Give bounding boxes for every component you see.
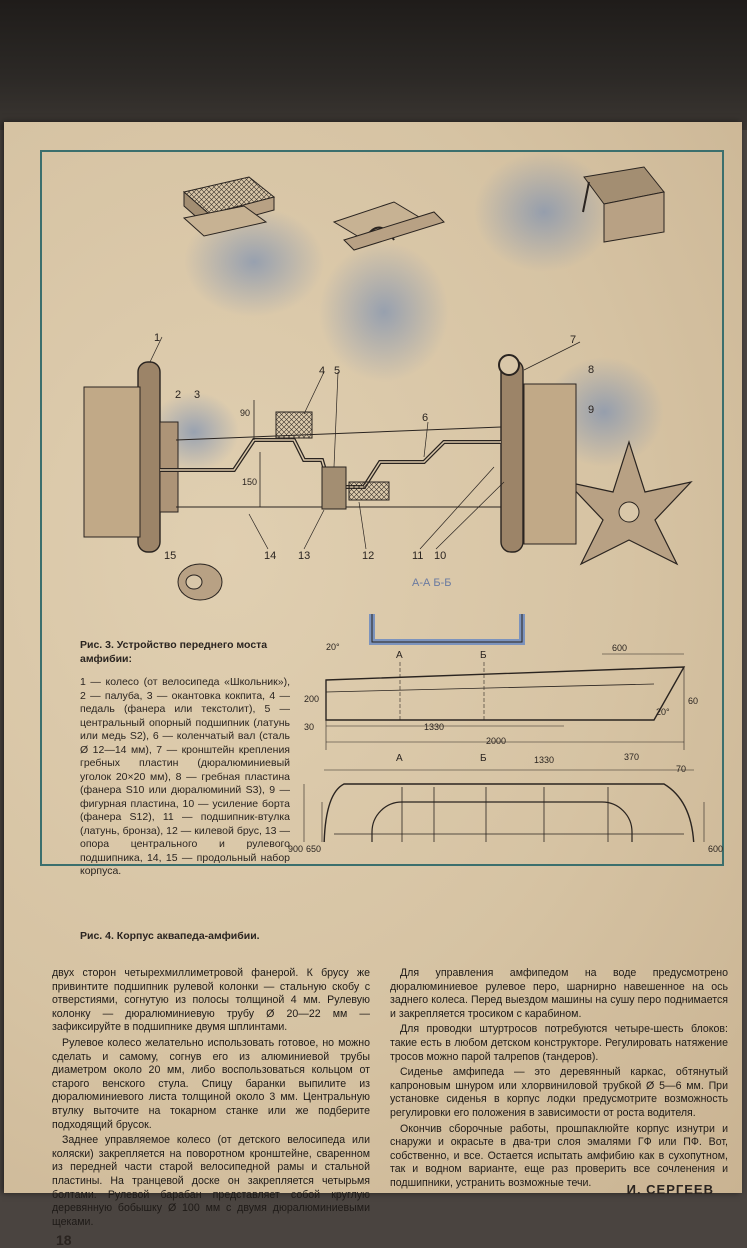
detail-halo-bracket: [474, 152, 614, 272]
section-mark-b-side: Б: [480, 650, 487, 661]
paragraph: Заднее управляемое колесо (от детского в…: [52, 1134, 370, 1228]
dim-150: 150: [242, 477, 258, 487]
cockpit-outline: [371, 801, 633, 842]
dim-600-top-view: 600: [708, 844, 724, 854]
left-wheel: [137, 361, 161, 553]
hull-side-view: [325, 653, 686, 750]
paragraph: Для проводки штуртросов потребуются четы…: [390, 1023, 728, 1063]
text-column-right: Для управления амфипедом на воде предусм…: [390, 967, 728, 1193]
callout-7: 7: [570, 334, 577, 346]
callout-1: 1: [154, 332, 161, 344]
bearing-detail: [332, 201, 445, 251]
dim-200: 200: [304, 694, 320, 704]
callout-2: 2: [175, 389, 182, 401]
dim-600-top: 600: [612, 643, 628, 653]
callout-3: 3: [194, 389, 201, 401]
dim-70: 70: [676, 764, 687, 774]
left-hull-side: [83, 386, 141, 538]
dim-1330-side: 1330: [424, 722, 445, 732]
pedal-right: [348, 481, 390, 501]
section-profile: [369, 614, 525, 645]
dim-30: 30: [304, 722, 315, 732]
callout-8: 8: [588, 364, 595, 376]
paragraph: Рулевое колесо желательно использовать г…: [52, 1036, 370, 1131]
dim-60: 60: [688, 696, 699, 706]
callout-13: 13: [298, 550, 311, 562]
dim-1330-top: 1330: [534, 755, 555, 765]
section-mark-a-side: А: [396, 650, 403, 661]
pedal-detail: [182, 176, 276, 237]
callout-12: 12: [362, 550, 375, 562]
right-wheel: [500, 359, 524, 553]
dim-650: 650: [306, 844, 322, 854]
pedal-left: [275, 411, 313, 439]
figure3-caption-title: Рис. 3. Устройство переднего моста амфиб…: [80, 639, 268, 665]
paragraph: Окончив сборочные работы, прошпаклюйте к…: [390, 1122, 728, 1189]
dim-90: 90: [240, 408, 251, 418]
detail-halo-pedal: [184, 207, 324, 317]
author-name: И. СЕРГЕЕВ: [626, 1182, 714, 1197]
bracket-detail: [582, 166, 665, 243]
section-label: А-А Б-Б: [412, 577, 452, 589]
callout-5: 5: [334, 365, 341, 377]
right-hull-side: [523, 383, 577, 545]
dim-370: 370: [624, 752, 640, 762]
figure3-drawing: [83, 152, 705, 842]
section-mark-a-top: А: [396, 753, 403, 764]
dim-900: 900: [288, 844, 304, 854]
paddle-wheel-detail: [565, 440, 693, 566]
callout-10: 10: [434, 550, 447, 562]
callout-9: 9: [588, 404, 595, 416]
background-dark-surface: [0, 0, 747, 130]
front-axle-assembly: [83, 336, 581, 601]
paragraph: Для управления амфипедом на воде предусм…: [390, 967, 728, 1020]
dim-angle-20-bottom: 20°: [656, 707, 670, 717]
figure-frame: [40, 150, 724, 866]
center-support: [321, 466, 347, 510]
callout-11: 11: [412, 550, 424, 562]
paragraph: Сиденье амфипеда — это деревянный каркас…: [390, 1066, 728, 1119]
figure4-caption: Рис. 4. Корпус аквапеда-амфибии.: [80, 930, 260, 942]
figure3-caption: Рис. 3. Устройство переднего моста амфиб…: [80, 639, 290, 879]
callout-6: 6: [422, 412, 429, 424]
callout-4: 4: [319, 365, 326, 377]
magazine-page: 1 2 3 4 5 6 7 8 9 10 11 12 13 14 15 90 1…: [4, 122, 742, 1248]
dim-angle-20-top: 20°: [326, 642, 340, 652]
figure3-caption-body: 1 — колесо (от велосипеда «Школьник»), 2…: [80, 676, 290, 877]
dim-2000: 2000: [486, 736, 507, 746]
hull-top-view: [303, 769, 705, 842]
callout-15: 15: [164, 550, 177, 562]
page-number: 18: [56, 1232, 72, 1248]
detail-halo-bearing: [319, 242, 449, 382]
callout-14: 14: [264, 550, 277, 562]
text-column-left: двух сторон четырехмиллиметровой фанерой…: [52, 967, 370, 1231]
paragraph: двух сторон четырехмиллиметровой фанерой…: [52, 967, 370, 1034]
section-mark-b-top: Б: [480, 753, 487, 764]
